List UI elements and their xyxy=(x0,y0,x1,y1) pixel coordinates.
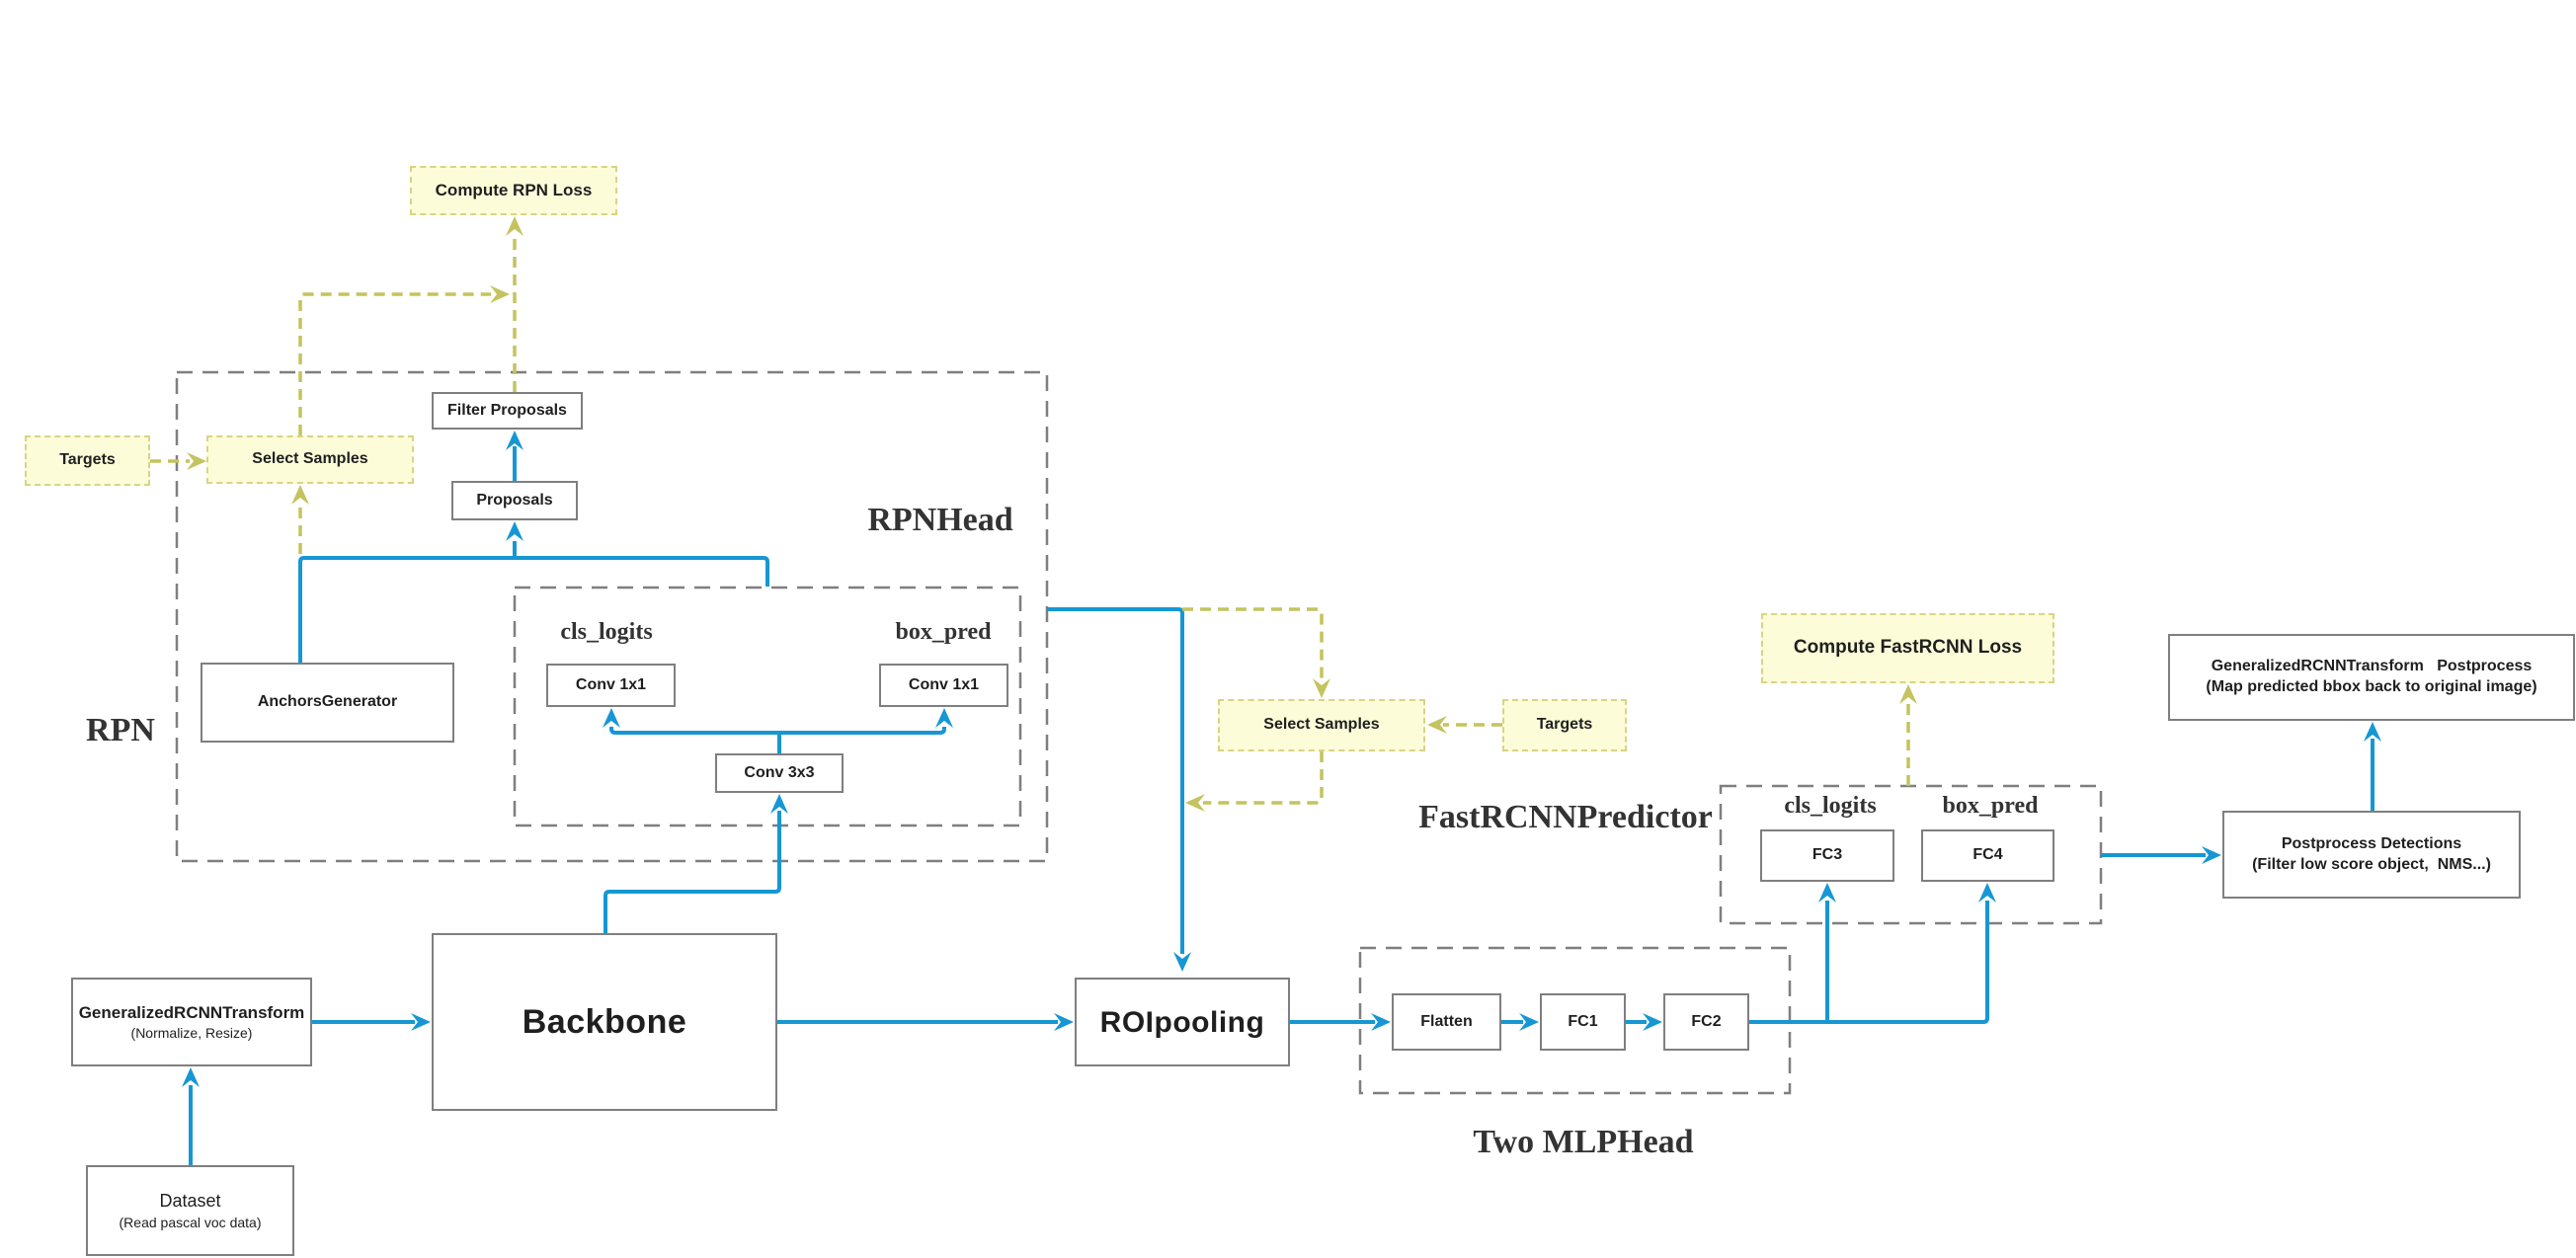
proposals-label: Proposals xyxy=(476,491,553,509)
node-fc1: FC1 xyxy=(1540,993,1626,1051)
arrowhead-right-icon xyxy=(1371,1013,1391,1031)
select-samples-frcnn-label: Select Samples xyxy=(1263,716,1380,734)
node-roipooling: ROIpooling xyxy=(1075,978,1290,1066)
arrowhead-right-icon xyxy=(411,1013,431,1031)
node-targets-frcnn: Targets xyxy=(1502,699,1627,751)
node-conv1x1-box: Conv 1x1 xyxy=(879,664,1008,707)
label-cls-logits-rpn: cls_logits xyxy=(560,619,653,645)
grcnn-transform-sublabel: (Normalize, Resize) xyxy=(130,1024,253,1041)
node-fc4: FC4 xyxy=(1921,829,2054,882)
group-label-rpn: RPN xyxy=(86,712,155,748)
edge-select-samples-frcnn-return xyxy=(1203,751,1324,805)
dataset-sublabel: (Read pascal voc data) xyxy=(119,1214,262,1230)
rpn-group-box xyxy=(175,370,1049,863)
node-filter-proposals: Filter Proposals xyxy=(432,392,583,430)
arrowhead-down-icon xyxy=(1313,678,1330,698)
group-label-two-mlphead: Two MLPHead xyxy=(1473,1124,1694,1160)
node-conv1x1-cls: Conv 1x1 xyxy=(546,664,676,707)
node-targets-rpn: Targets xyxy=(25,435,150,486)
arrowhead-left-icon xyxy=(1427,716,1447,734)
fc4-label: FC4 xyxy=(1972,846,2003,864)
flatten-label: Flatten xyxy=(1420,1012,1473,1030)
label-box-pred-frcnn: box_pred xyxy=(1942,793,2039,819)
arrowhead-up-icon xyxy=(2364,722,2381,742)
edge-rpnout-to-select-samples-frcnn xyxy=(1182,607,1324,681)
arrowhead-right-icon xyxy=(2202,846,2221,864)
anchors-generator-label: AnchorsGenerator xyxy=(257,693,398,711)
edge-backbone-to-conv3x3 xyxy=(604,811,781,933)
node-fc2: FC2 xyxy=(1663,993,1749,1051)
backbone-label: Backbone xyxy=(522,1002,687,1041)
conv3x3-label: Conv 3x3 xyxy=(744,763,815,781)
arrowhead-up-icon xyxy=(770,794,788,814)
arrowhead-right-icon xyxy=(187,452,206,470)
grcnn-postprocess-sublabel: (Map predicted bbox back to original ima… xyxy=(2206,678,2537,695)
targets-frcnn-label: Targets xyxy=(1536,716,1593,734)
arrowhead-up-icon xyxy=(1818,883,1836,903)
arrowhead-right-icon xyxy=(1643,1013,1662,1031)
node-compute-fastrcnn-loss: Compute FastRCNN Loss xyxy=(1761,613,2054,683)
node-dataset: Dataset (Read pascal voc data) xyxy=(86,1165,294,1256)
grcnn-postprocess-label: GeneralizedRCNNTransform Postprocess xyxy=(2211,658,2533,675)
targets-rpn-label: Targets xyxy=(59,451,116,469)
node-proposals: Proposals xyxy=(451,481,578,520)
arrowhead-up-icon xyxy=(1978,883,1996,903)
compute-rpn-loss-label: Compute RPN Loss xyxy=(435,180,593,199)
edge-conv3x3-split xyxy=(609,727,946,735)
arrowhead-left-icon xyxy=(1185,794,1205,812)
arrowhead-up-icon xyxy=(506,216,523,236)
node-backbone: Backbone xyxy=(432,933,777,1111)
group-label-fastrcnn-predictor: FastRCNNPredictor xyxy=(1418,799,1713,835)
label-cls-logits-frcnn: cls_logits xyxy=(1784,793,1877,819)
node-generalized-rcnn-transform: GeneralizedRCNNTransform (Normalize, Res… xyxy=(71,978,312,1066)
node-grcnn-transform-postprocess: GeneralizedRCNNTransform Postprocess (Ma… xyxy=(2168,634,2575,721)
arrowhead-right-icon xyxy=(1054,1013,1074,1031)
conv1x1-box-label: Conv 1x1 xyxy=(908,675,980,693)
conv1x1-cls-label: Conv 1x1 xyxy=(575,675,647,693)
arrowhead-up-icon xyxy=(603,708,620,728)
node-conv3x3: Conv 3x3 xyxy=(715,753,844,793)
edge-select-samples-to-rpn-loss-line xyxy=(298,292,491,435)
select-samples-rpn-label: Select Samples xyxy=(252,450,368,468)
arrowhead-up-icon xyxy=(291,485,309,505)
edge-fc2-to-fc4 xyxy=(1749,901,1989,1024)
rpnhead-group-box xyxy=(513,586,1022,827)
arrowhead-up-icon xyxy=(182,1067,200,1087)
arrowhead-up-icon xyxy=(506,521,523,541)
label-box-pred-rpn: box_pred xyxy=(895,619,992,645)
group-label-rpnhead: RPNHead xyxy=(867,502,1013,538)
grcnn-transform-label: GeneralizedRCNNTransform xyxy=(78,1002,305,1022)
postprocess-detections-sublabel: (Filter low score object, NMS...) xyxy=(2252,855,2491,873)
arrowhead-up-icon xyxy=(1899,684,1917,704)
compute-fastrcnn-loss-label: Compute FastRCNN Loss xyxy=(1793,637,2023,659)
postprocess-detections-label: Postprocess Detections xyxy=(2281,834,2462,852)
arrowhead-up-icon xyxy=(935,708,953,728)
arrowhead-right-icon xyxy=(490,285,510,303)
node-compute-rpn-loss: Compute RPN Loss xyxy=(410,166,617,215)
edge-anchors-rpnhead-collector xyxy=(298,556,769,663)
node-fc3: FC3 xyxy=(1760,829,1894,882)
node-postprocess-detections: Postprocess Detections (Filter low score… xyxy=(2222,811,2521,899)
node-flatten: Flatten xyxy=(1392,993,1501,1051)
arrowhead-right-icon xyxy=(1519,1013,1539,1031)
fc3-label: FC3 xyxy=(1811,846,1843,864)
arrowhead-down-icon xyxy=(1173,952,1191,972)
fc1-label: FC1 xyxy=(1568,1012,1598,1030)
fc2-label: FC2 xyxy=(1691,1012,1722,1030)
filter-proposals-label: Filter Proposals xyxy=(447,401,567,419)
node-select-samples-rpn: Select Samples xyxy=(206,435,414,484)
edge-rpn-to-roipooling xyxy=(1047,607,1184,954)
node-anchors-generator: AnchorsGenerator xyxy=(201,663,454,743)
roipooling-label: ROIpooling xyxy=(1099,1005,1265,1039)
arrowhead-up-icon xyxy=(506,431,523,450)
dataset-label: Dataset xyxy=(159,1191,221,1212)
node-select-samples-frcnn: Select Samples xyxy=(1218,699,1425,751)
